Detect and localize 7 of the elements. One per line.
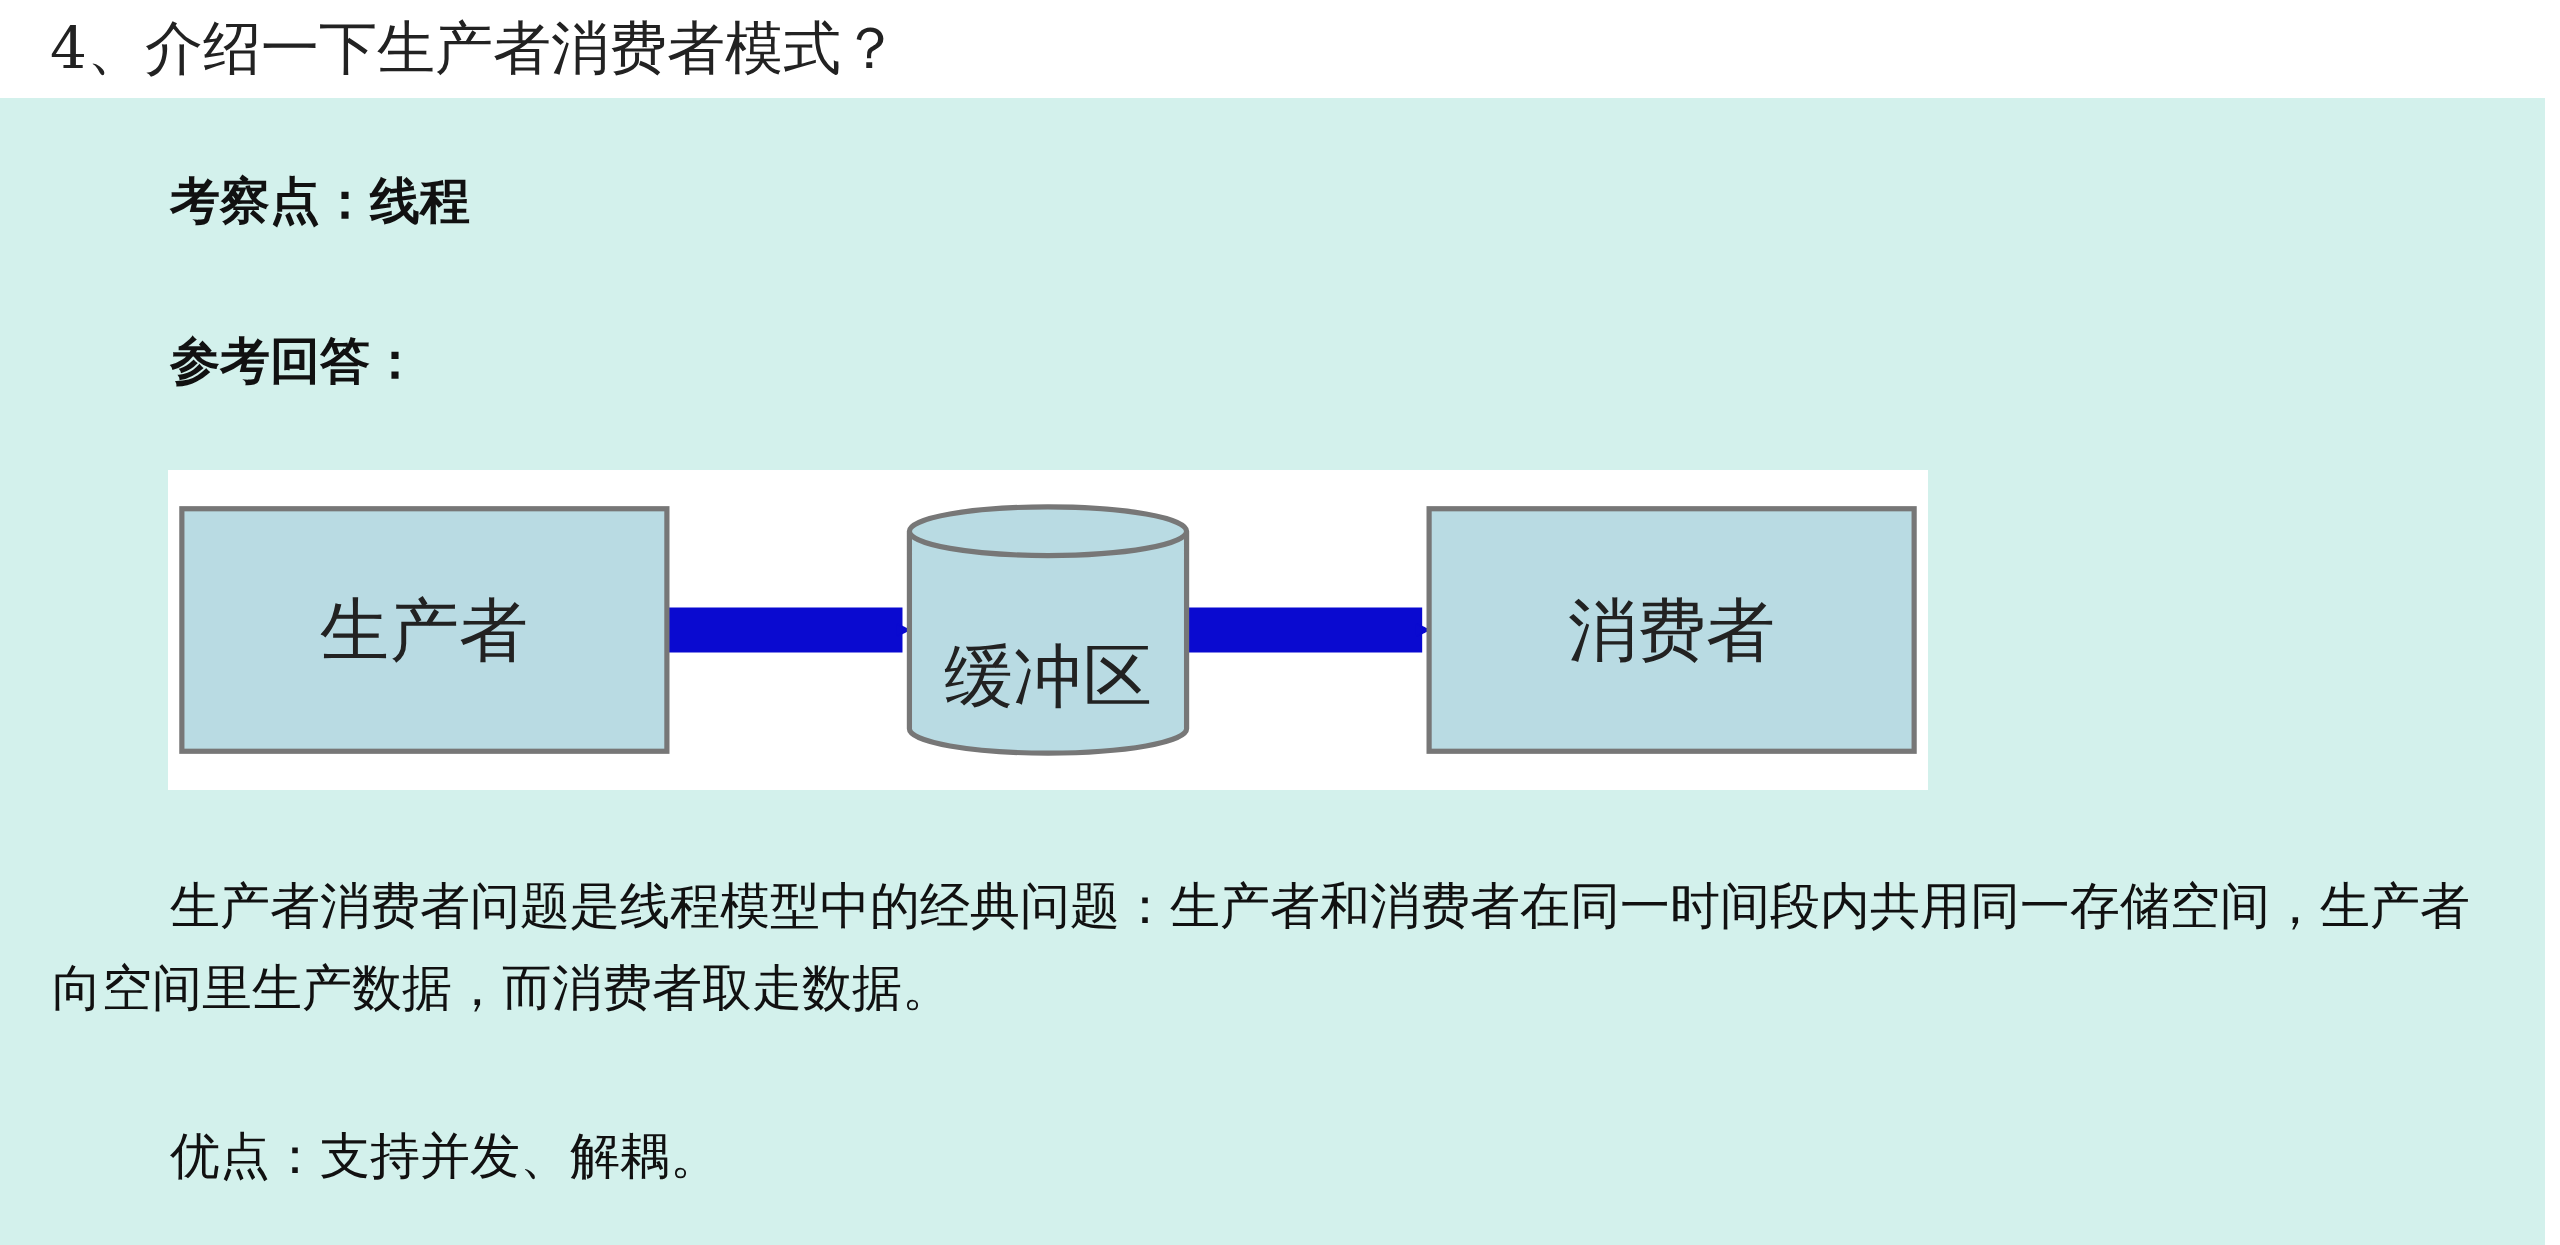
node-box: 消费者 <box>1426 506 1917 754</box>
text-paragraph: 考察点：线程 <box>170 171 471 232</box>
text-paragraph: 参考回答： <box>170 331 421 392</box>
heading: 4、介绍一下生产者消费者模式？ <box>50 13 899 84</box>
text-paragraph: 生产者消费者问题是线程模型中的经典问题：生产者和消费者在同一时间段内共用同一存储空间，生产者向空间里生产数据，而消费者取走数据。 <box>52 876 2471 1019</box>
text-paragraph: 优点：支持并发、解耦。 <box>170 1126 721 1187</box>
node-box: 生产者 <box>179 506 670 754</box>
